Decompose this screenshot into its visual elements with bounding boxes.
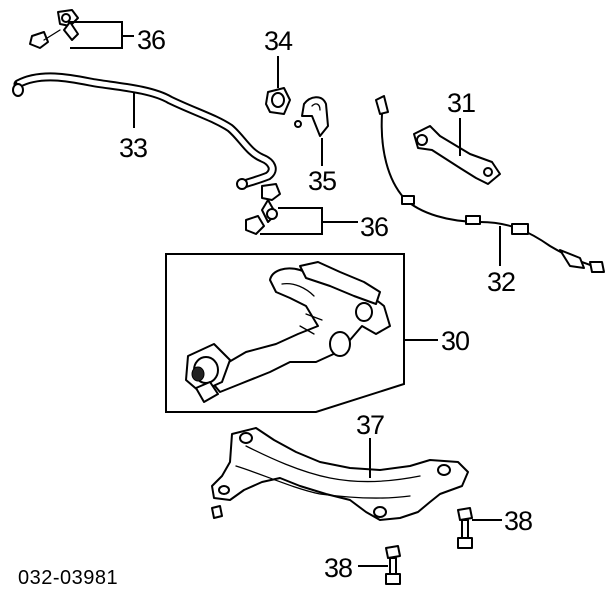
bolt-right	[457, 507, 473, 549]
rear-subframe	[211, 427, 469, 521]
trailing-arm-assembly	[185, 261, 391, 403]
callout-38-right: 38	[504, 506, 532, 536]
callout-33: 33	[119, 133, 147, 163]
bushing-holder	[294, 96, 329, 137]
callout-34: 34	[264, 26, 293, 56]
diagram-code: 032-03981	[18, 567, 118, 589]
callout-36-mid: 36	[360, 212, 388, 242]
callout-31: 31	[447, 88, 475, 118]
callout-36-top: 36	[137, 25, 165, 55]
leader-line-36-top	[68, 21, 134, 49]
sensor-cable	[375, 95, 605, 273]
stabilizer-link-top	[29, 9, 79, 49]
leader-line-36-mid	[260, 207, 358, 235]
bolt-left	[385, 545, 401, 585]
callout-32: 32	[487, 267, 515, 297]
callout-30: 30	[441, 326, 469, 356]
callout-38-left: 38	[324, 553, 352, 583]
callout-37: 37	[356, 410, 384, 440]
assembly-frame-30	[165, 253, 405, 413]
stabilizer-bar	[12, 72, 277, 190]
callout-35: 35	[308, 166, 336, 196]
stabilizer-bushing	[265, 87, 291, 115]
stabilizer-link-mid	[245, 183, 281, 235]
upper-arm	[413, 125, 501, 185]
